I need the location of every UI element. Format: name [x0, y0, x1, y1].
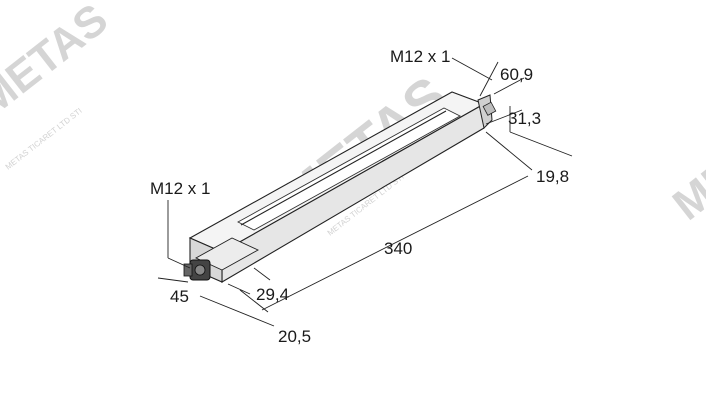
- watermark-right-brand: METAS: [664, 98, 706, 229]
- watermark-left-brand: METAS: [0, 0, 117, 126]
- label-45: 45: [170, 287, 189, 306]
- leader-m12-top-b: [479, 61, 499, 97]
- connector-left-thread: [183, 263, 193, 277]
- sensing-window: [237, 107, 461, 231]
- watermark-left-tagline: METAS TICARET LTD STI: [4, 106, 84, 171]
- label-20-5: 20,5: [278, 327, 311, 346]
- connector-left: [183, 259, 211, 281]
- dim-ext-29-4: [253, 267, 271, 281]
- watermark-left: METAS: [0, 0, 117, 126]
- dim-line-45: [157, 277, 189, 283]
- label-29-4: 29,4: [256, 285, 289, 304]
- leader-m12-top: [451, 57, 493, 81]
- connector-right: [482, 101, 497, 116]
- dim-line-340: [261, 175, 529, 311]
- dim-ext-340-left: [239, 289, 269, 313]
- dim-line-31-3: [485, 109, 523, 125]
- dim-ext-19-8-a: [485, 131, 533, 171]
- label-connector-left: M12 x 1: [150, 179, 210, 198]
- watermark-left-tagline-text: METAS TICARET LTD STI: [4, 106, 84, 171]
- dim-line-60-9: [493, 77, 525, 95]
- label-height-top: 31,3: [508, 109, 541, 128]
- label-depth-right: 19,8: [536, 167, 569, 186]
- dimension-lines: [157, 57, 573, 327]
- dim-line-20-5: [199, 295, 275, 327]
- leader-m12-left-b: [167, 257, 191, 269]
- dim-line-19-8: [509, 131, 573, 157]
- label-width-top: 60,9: [500, 65, 533, 84]
- dim-line-29-4: [227, 283, 251, 295]
- connector-left-pin: [194, 264, 206, 276]
- sensor-left-flange: [195, 237, 259, 271]
- sensor-body: [183, 91, 497, 283]
- watermark-right: METAS: [664, 98, 706, 229]
- label-connector-top: M12 x 1: [390, 47, 450, 66]
- sensing-window-inner-edge: [240, 110, 447, 226]
- label-length: 340: [384, 239, 412, 258]
